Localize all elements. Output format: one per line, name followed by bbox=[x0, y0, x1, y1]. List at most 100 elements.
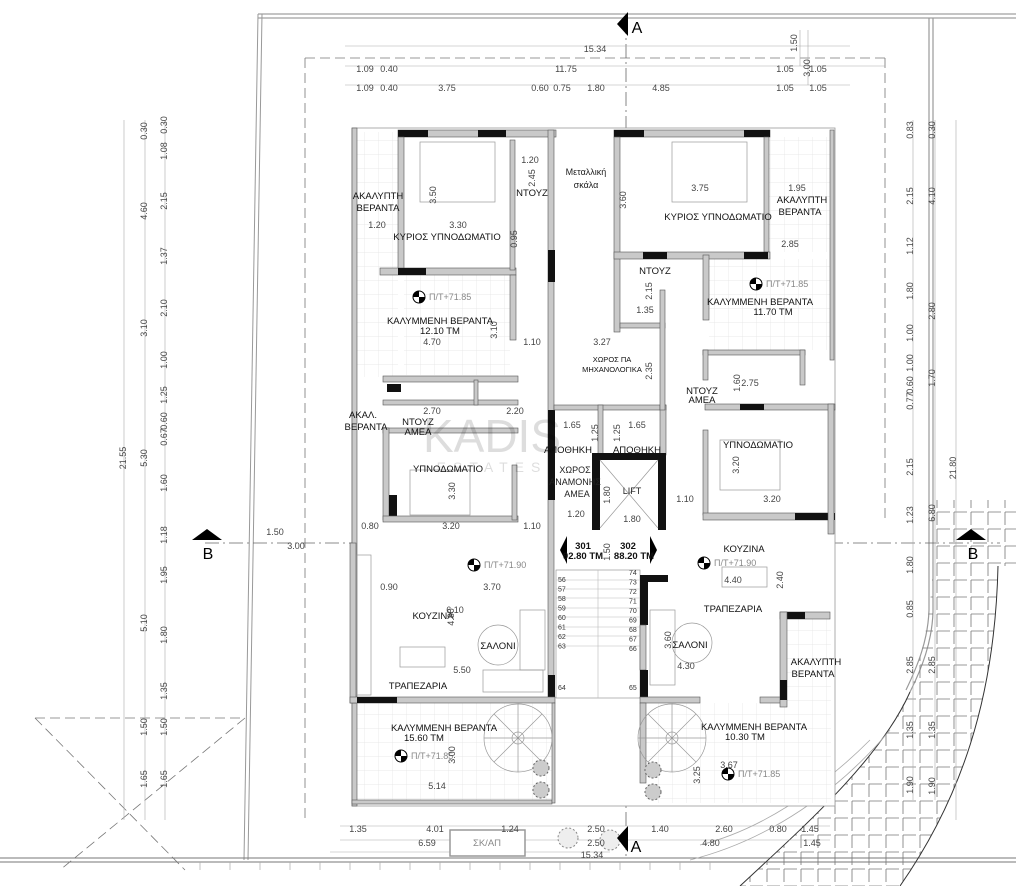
dimension-value: 1.65 bbox=[563, 420, 581, 430]
dimension-value: 1.05 bbox=[776, 64, 794, 74]
watermark-logo: KADIS ESTATES bbox=[423, 410, 561, 475]
unit-number: 302 bbox=[620, 541, 636, 552]
dimension-value: 1.50 bbox=[266, 527, 284, 537]
level-label: Π/Τ+71.85 bbox=[766, 279, 808, 289]
dimension-value: 3.00 bbox=[287, 541, 305, 551]
dimension-value: 0.95 bbox=[509, 230, 519, 248]
room-label: ΥΠΝΟΔΩΜΑΤΙΟ bbox=[413, 464, 483, 475]
dimension-value: 1.80 bbox=[587, 83, 605, 93]
dimension-value: 21.55 bbox=[118, 447, 128, 470]
stair-step-number: 63 bbox=[558, 644, 566, 651]
dimension-value: 0.40 bbox=[380, 64, 398, 74]
room-label: 10.30 ΤΜ bbox=[725, 732, 765, 743]
dimension-value: 2.35 bbox=[644, 362, 654, 380]
dimension-value: 0.80 bbox=[769, 824, 787, 834]
room-label: ΧΩΡΟΣ bbox=[559, 465, 591, 475]
room-label: ΑΜΕΑ bbox=[405, 427, 433, 438]
level-label: Π/Τ+71.90 bbox=[484, 560, 526, 570]
stair-step-number: 72 bbox=[629, 589, 637, 596]
dimension-value: 1.35 bbox=[905, 721, 915, 739]
dimension-value: 0.60 bbox=[905, 376, 915, 394]
dimension-value: 1.37 bbox=[159, 247, 169, 265]
dimension-value: 0.80 bbox=[361, 521, 379, 531]
room-label: ΑΠΟΘΗΚΗ bbox=[613, 445, 661, 456]
room-label: ΑΜΕΑ bbox=[564, 489, 590, 499]
level-label: Π/Τ+71.85 bbox=[738, 769, 780, 779]
dimension-value: 4.10 bbox=[927, 187, 937, 205]
dimension-value: 3.30 bbox=[449, 220, 467, 230]
dimension-value: 1.20 bbox=[567, 509, 585, 519]
dimension-value: 5.14 bbox=[428, 781, 446, 791]
dimension-value: 1.20 bbox=[521, 155, 539, 165]
dimension-value: 2.40 bbox=[775, 571, 785, 589]
dimension-value: 1.35 bbox=[636, 305, 654, 315]
room-label: ΑΚΑΛ. bbox=[349, 410, 377, 421]
stair-step-number: 73 bbox=[629, 580, 637, 587]
dimension-value: 1.05 bbox=[809, 64, 827, 74]
dimension-value: 2.75 bbox=[741, 378, 759, 388]
dimension-value: 1.80 bbox=[905, 556, 915, 574]
room-label: 11.70 ΤΜ bbox=[753, 307, 792, 318]
dimension-value: 1.45 bbox=[801, 824, 819, 834]
dimension-value: 2.15 bbox=[159, 192, 169, 210]
stair-step-number: 60 bbox=[558, 615, 566, 622]
dimension-value: 0.83 bbox=[905, 121, 915, 139]
dimension-value: 1.40 bbox=[651, 824, 669, 834]
stair-step-number: 74 bbox=[629, 570, 637, 577]
dimension-value: 1.90 bbox=[905, 776, 915, 794]
dimension-value: 2.70 bbox=[423, 406, 441, 416]
sk-ap-box bbox=[449, 829, 526, 857]
dimension-value: 4.01 bbox=[426, 824, 444, 834]
dimension-value: 3.10 bbox=[139, 319, 149, 337]
room-label: ΚΑΛΥΜΜΕΝΗ ΒΕΡΑΝΤΑ bbox=[707, 297, 814, 308]
room-label: ΑΚΑΛΥΠΤΗ bbox=[791, 657, 842, 668]
level-mark: Π/Τ+71.85 bbox=[394, 749, 453, 763]
dimension-value: 0.40 bbox=[380, 83, 398, 93]
dimension-value: 4.70 bbox=[423, 337, 441, 347]
dimension-value: 1.25 bbox=[590, 424, 600, 442]
dimension-value: 1.50 bbox=[602, 543, 612, 561]
section-a-top-label: A bbox=[632, 20, 643, 37]
dimension-value: 6.80 bbox=[927, 504, 937, 522]
room-label: ΝΤΟΥΖ bbox=[639, 266, 671, 277]
dimension-value: 2.10 bbox=[159, 299, 169, 317]
room-label: ΑΚΑΛΥΠΤΗ bbox=[353, 191, 404, 202]
room-label: ΑΝΑΜΟΝΗΣ bbox=[549, 477, 601, 487]
dimension-value: 1.50 bbox=[139, 718, 149, 736]
room-label: ΚΑΛΥΜΜΕΝΗ ΒΕΡΑΝΤΑ bbox=[391, 723, 498, 734]
room-label: ΥΠΝΟΔΩΜΑΤΙΟ bbox=[723, 440, 793, 451]
dimension-value: 3.00 bbox=[802, 59, 812, 77]
dimension-value: 1.05 bbox=[809, 83, 827, 93]
dimension-value: 0.30 bbox=[139, 122, 149, 140]
dimension-value: 0.30 bbox=[927, 121, 937, 139]
dimension-value: 1.08 bbox=[159, 142, 169, 160]
dimension-value: 1.35 bbox=[159, 682, 169, 700]
level-mark: Π/Τ+71.85 bbox=[749, 277, 808, 291]
stair-step-number: 69 bbox=[629, 618, 637, 625]
section-marker-a-top: A bbox=[617, 12, 643, 37]
dimension-value: 1.24 bbox=[501, 824, 519, 834]
dimension-value: 1.25 bbox=[159, 386, 169, 404]
dimension-value: 4.30 bbox=[677, 661, 695, 671]
stair-step-number: 64 bbox=[558, 685, 566, 692]
stair-step-number: 58 bbox=[558, 596, 566, 603]
room-label: 12.10 ΤΜ bbox=[420, 326, 460, 337]
level-label: Π/Τ+71.85 bbox=[429, 292, 471, 302]
dimension-value: 1.25 bbox=[612, 424, 622, 442]
dimension-value: 1.95 bbox=[159, 566, 169, 584]
dimension-value: 2.60 bbox=[715, 824, 733, 834]
dimension-value: 1.90 bbox=[927, 777, 937, 795]
level-label: Π/Τ+71.85 bbox=[411, 751, 453, 761]
dimension-value: 2.85 bbox=[781, 239, 799, 249]
dimension-value: 1.50 bbox=[789, 34, 799, 52]
dimension-value: 0.77 bbox=[905, 392, 915, 410]
veranda-floor bbox=[787, 619, 831, 703]
dimension-value: 6.59 bbox=[418, 838, 436, 848]
dimension-value: 3.10 bbox=[489, 321, 499, 339]
dimension-value: 5.10 bbox=[139, 614, 149, 632]
dimension-value: 0.60 bbox=[531, 83, 549, 93]
dimension-value: 2.15 bbox=[905, 458, 915, 476]
room-label: ΚΟΥΖΙΝΑ bbox=[723, 544, 765, 555]
dimension-value: 2.85 bbox=[905, 656, 915, 674]
dimension-value: 2.15 bbox=[905, 187, 915, 205]
